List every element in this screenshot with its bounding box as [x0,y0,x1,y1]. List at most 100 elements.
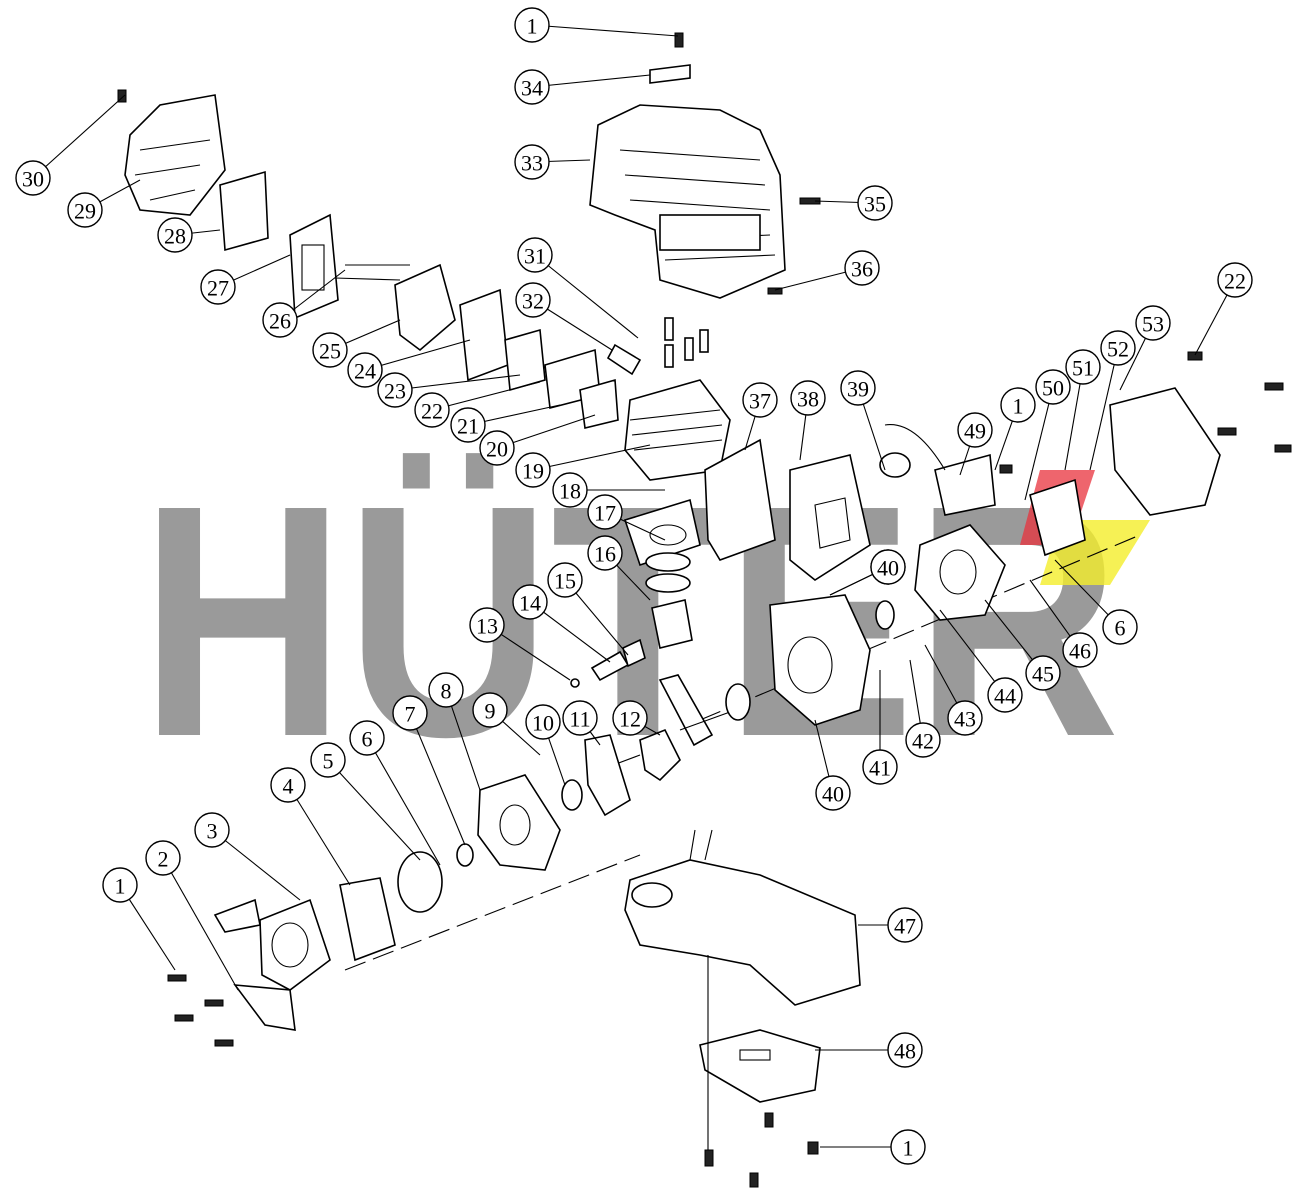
leader-line [327,759,421,861]
callout-number: 22 [421,399,443,424]
callout-number: 6 [1115,616,1126,641]
callout-number: 50 [1042,376,1064,401]
callout-35: 35 [814,185,893,221]
callout-circle [790,380,826,416]
callout-16: 16 [587,535,651,601]
crankshaft-part [599,674,751,782]
callout-13: 13 [469,607,571,681]
callout-number: 17 [594,501,616,526]
callout-number: 8 [441,679,452,704]
callout-circle [270,767,306,803]
spark-plug-part [606,317,709,376]
crankcase-right-part [769,594,881,726]
callout-circle [987,677,1023,713]
callout-circle [517,237,553,273]
leader-line [394,374,521,391]
callout-14: 14 [512,584,611,663]
callout-22: 22 [414,381,541,428]
leader-line [1089,347,1119,471]
callout-number: 25 [319,339,341,364]
callout-number: 46 [1069,639,1091,664]
callout-number: 30 [22,167,44,192]
callout-38: 38 [790,380,826,461]
leader-line [364,339,471,371]
callout-circle [512,584,548,620]
callout-circle [515,282,551,318]
fuel-tank-parts [624,829,861,1103]
callout-26: 26 [262,269,346,338]
callout-39: 39 [840,370,886,471]
callout-circle [887,907,923,943]
callout-circle [15,160,51,196]
callout-number: 33 [521,151,543,176]
callout-1: 1 [102,867,176,971]
callout-labels: 1343335363029282726252423222120193132181… [15,7,1253,1165]
callout-10: 10 [525,704,566,786]
callout-circle [552,472,588,508]
callout-44: 44 [939,609,1023,713]
callout-circle [957,412,993,448]
callout-45: 45 [984,599,1061,691]
callout-15: 15 [547,562,629,656]
leader-line [939,609,1006,696]
piston-pin-parts [570,638,646,688]
callout-number: 27 [207,276,229,301]
callout-circle [862,749,898,785]
callout-29: 29 [67,179,141,228]
callout-6: 6 [349,720,441,866]
callout-circle [1062,632,1098,668]
callout-circle [870,549,906,585]
callout-43: 43 [924,644,983,736]
callout-number: 37 [749,389,771,414]
callout-circle [479,430,515,466]
callout-50: 50 [1024,369,1071,501]
callout-number: 13 [476,614,498,639]
callout-circle [1100,330,1136,366]
callout-number: 5 [323,749,334,774]
callout-48: 48 [815,1032,923,1068]
callout-number: 52 [1107,337,1129,362]
callout-circle [890,1129,926,1165]
callout-number: 12 [619,707,641,732]
callout-24: 24 [347,339,471,388]
callout-number: 31 [524,244,546,269]
callout-51: 51 [1064,349,1101,471]
callout-circle [428,672,464,708]
callout-number: 49 [964,419,986,444]
callout-number: 45 [1032,662,1054,687]
callout-number: 40 [822,782,844,807]
callout-47: 47 [858,907,923,943]
callout-number: 35 [864,192,886,217]
callout-52: 52 [1089,330,1136,471]
callout-number: 42 [912,729,934,754]
callout-34: 34 [514,69,651,105]
cylinder-parts [544,348,731,481]
leader-line [534,254,639,339]
callout-46: 46 [1029,579,1098,668]
muffler-parts [704,438,871,581]
callout-12: 12 [612,700,661,736]
callout-53: 53 [1119,305,1171,391]
callout-number: 2 [158,847,169,872]
callout-number: 38 [797,387,819,412]
callout-number: 34 [521,76,543,101]
callout-11: 11 [562,700,601,746]
piston-parts [623,498,701,649]
callout-23: 23 [377,372,521,408]
callout-circle [515,452,551,488]
callout-circle [414,392,450,428]
callout-6: 6 [1054,559,1138,645]
callout-circle [887,1032,923,1068]
callout-42: 42 [905,659,941,758]
callout-28: 28 [157,217,221,253]
assembly-axis-upper [699,534,1141,721]
screws [117,32,1292,1188]
callout-circle [262,302,298,338]
callout-number: 3 [207,819,218,844]
callout-circle [1217,262,1253,298]
callout-number: 29 [74,199,96,224]
callout-5: 5 [310,742,421,861]
callout-number: 24 [354,359,376,384]
callout-number: 36 [851,257,873,282]
callout-number: 23 [384,379,406,404]
